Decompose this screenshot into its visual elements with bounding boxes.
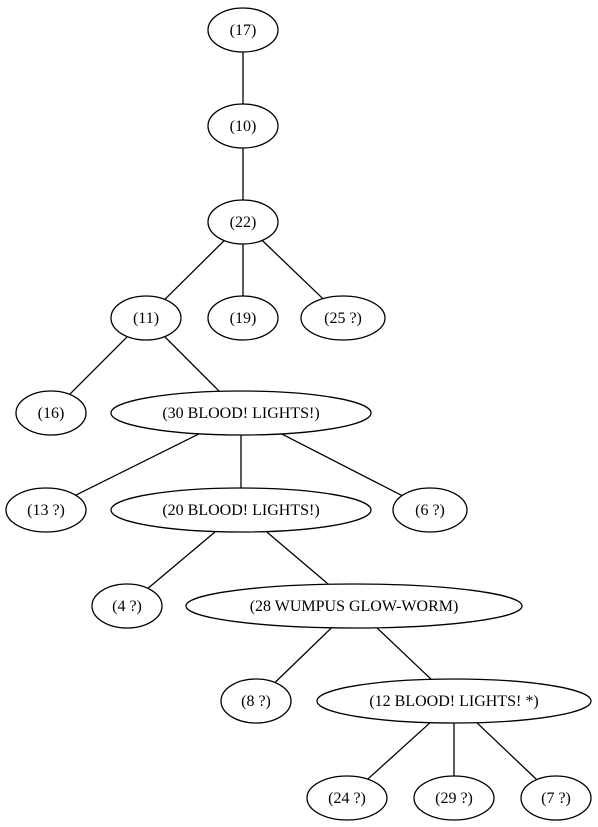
tree-node-n6: (6 ?) — [392, 487, 468, 533]
node-ellipse — [316, 678, 592, 724]
node-label: (10) — [230, 118, 257, 135]
node-label: (25 ?) — [324, 310, 362, 327]
node-label: (29 ?) — [435, 790, 473, 807]
node-label: (8 ?) — [241, 693, 271, 710]
tree-node-n30: (30 BLOOD! LIGHTS!) — [110, 390, 372, 436]
edge-n12-n24 — [367, 722, 431, 780]
tree-node-n24: (24 ?) — [306, 775, 388, 821]
node-ellipse — [110, 295, 182, 341]
edge-n20-n28 — [265, 531, 329, 585]
node-ellipse — [207, 7, 279, 53]
node-ellipse — [392, 487, 468, 533]
node-label: (30 BLOOD! LIGHTS!) — [162, 405, 319, 422]
node-label: (22) — [230, 214, 257, 231]
node-ellipse — [110, 487, 372, 533]
tree-node-n17: (17) — [207, 7, 279, 53]
node-label: (6 ?) — [415, 502, 445, 519]
tree-node-n10: (10) — [207, 103, 279, 149]
node-label: (17) — [230, 22, 257, 39]
node-label: (16) — [38, 405, 65, 422]
tree-node-n19: (19) — [207, 295, 279, 341]
edge-n28-n12 — [376, 627, 432, 680]
edge-n11-n16 — [69, 336, 128, 395]
tree-node-n22: (22) — [207, 199, 279, 245]
tree-node-n11: (11) — [110, 295, 182, 341]
node-ellipse — [5, 487, 87, 533]
node-ellipse — [220, 678, 292, 724]
tree-node-n25: (25 ?) — [300, 295, 386, 341]
node-ellipse — [520, 775, 592, 821]
tree-node-n13: (13 ?) — [5, 487, 87, 533]
node-label: (28 WUMPUS GLOW-WORM) — [250, 598, 459, 615]
node-label: (12 BLOOD! LIGHTS! *) — [369, 693, 538, 710]
edge-n22-n11 — [164, 240, 225, 300]
node-label: (20 BLOOD! LIGHTS!) — [162, 502, 319, 519]
node-ellipse — [185, 583, 523, 629]
node-ellipse — [207, 199, 279, 245]
node-ellipse — [300, 295, 386, 341]
node-label: (19) — [230, 310, 257, 327]
node-label: (11) — [133, 310, 159, 327]
edge-n20-n4 — [147, 531, 216, 589]
tree-node-n8: (8 ?) — [220, 678, 292, 724]
node-label: (24 ?) — [328, 790, 366, 807]
edge-n30-n6 — [281, 433, 403, 497]
node-layer: (17) (10) (22) (11) (19) (25 ?) (16) (30 BLOOD!… — [5, 7, 592, 821]
edge-n30-n13 — [75, 433, 200, 496]
node-ellipse — [207, 103, 279, 149]
node-ellipse — [207, 295, 279, 341]
tree-node-n12: (12 BLOOD! LIGHTS! *) — [316, 678, 592, 724]
edge-n28-n8 — [274, 627, 332, 683]
node-label: (4 ?) — [112, 598, 142, 615]
node-ellipse — [110, 390, 372, 436]
node-label: (13 ?) — [27, 502, 65, 519]
tree-node-n29: (29 ?) — [413, 775, 495, 821]
tree-node-n7: (7 ?) — [520, 775, 592, 821]
edge-layer — [69, 52, 538, 781]
node-label: (7 ?) — [541, 790, 571, 807]
tree-node-n4: (4 ?) — [91, 583, 163, 629]
tree-node-n28: (28 WUMPUS GLOW-WORM) — [185, 583, 523, 629]
edge-n22-n25 — [261, 239, 324, 300]
node-ellipse — [413, 775, 495, 821]
tree-node-n16: (16) — [15, 390, 87, 436]
edge-n12-n7 — [476, 722, 538, 781]
edge-n11-n30 — [164, 336, 220, 392]
node-ellipse — [15, 390, 87, 436]
node-ellipse — [306, 775, 388, 821]
node-ellipse — [91, 583, 163, 629]
tree-node-n20: (20 BLOOD! LIGHTS!) — [110, 487, 372, 533]
